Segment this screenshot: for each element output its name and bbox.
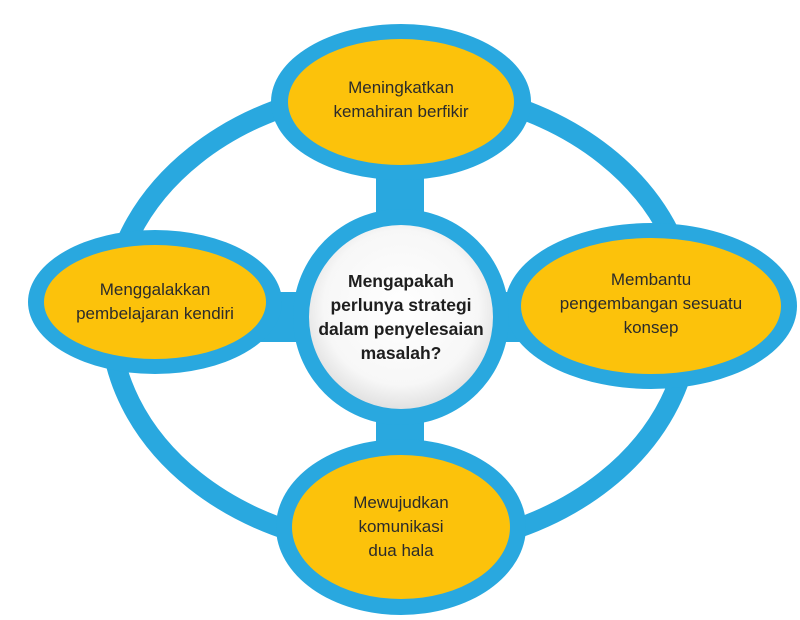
node-left-label: Menggalakkan pembelajaran kendiri <box>55 274 255 330</box>
node-left-line-2: pembelajaran kendiri <box>76 304 234 323</box>
node-top <box>288 39 514 165</box>
node-bottom-line-3: dua hala <box>368 541 434 560</box>
node-right <box>521 238 781 374</box>
center-circle <box>309 225 493 409</box>
node-bottom-line-2: komunikasi <box>358 517 444 536</box>
center-line-4: masalah? <box>360 343 442 363</box>
node-right-label: Membantu pengembangan sesuatu konsep <box>541 262 761 346</box>
node-right-line-1: Membantu <box>610 270 692 289</box>
center-question: Mengapakah perlunya strategi dalam penye… <box>301 257 501 377</box>
node-top-label: Meningkatkan kemahiran berfikir <box>301 72 501 128</box>
center-line-3: dalam penyelesaian <box>318 319 484 339</box>
node-right-line-2: pengembangan sesuatu <box>559 294 743 313</box>
center-line-1: Mengapakah <box>348 271 454 291</box>
node-right-line-3: konsep <box>623 318 679 337</box>
node-bottom <box>292 455 510 599</box>
node-left <box>44 245 266 359</box>
node-left-line-1: Menggalakkan <box>99 280 211 299</box>
center-line-2: perlunya strategi <box>330 295 472 315</box>
node-bottom-line-1: Mewujudkan <box>353 493 449 512</box>
node-bottom-label: Mewujudkan komunikasi dua hala <box>301 485 501 569</box>
node-top-line-2: kemahiran berfikir <box>333 102 469 121</box>
node-top-line-1: Meningkatkan <box>348 78 454 97</box>
